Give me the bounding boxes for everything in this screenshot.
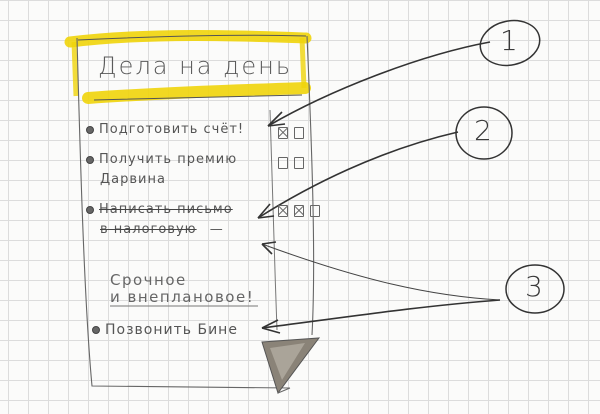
checkbox-empty[interactable] bbox=[294, 157, 304, 169]
urgent-task-item[interactable]: Позвонить Бине bbox=[92, 320, 238, 340]
task-label-line2: в налоговую bbox=[100, 222, 197, 237]
checkbox-crossed[interactable] bbox=[294, 205, 304, 217]
task-label: Позвонить Бине bbox=[105, 322, 238, 338]
urgent-heading-line2: и внеплановое! bbox=[110, 288, 255, 306]
callout-2: 2 bbox=[474, 114, 492, 147]
bullet-icon bbox=[86, 125, 94, 134]
task-label-line2: Дарвина bbox=[100, 172, 166, 187]
task-item[interactable]: Подготовить счёт! bbox=[86, 120, 244, 140]
checkbox-crossed[interactable] bbox=[278, 205, 288, 217]
page-curl-icon[interactable] bbox=[262, 338, 318, 392]
callout-1: 1 bbox=[500, 24, 518, 57]
task-label-line1: Получить премию bbox=[99, 152, 238, 167]
task-label: Подготовить счёт! bbox=[99, 122, 245, 137]
task-checkboxes bbox=[278, 202, 326, 221]
task-item[interactable]: Получить премию Дарвина bbox=[86, 150, 237, 190]
checkbox-empty[interactable] bbox=[278, 157, 288, 169]
checkbox-crossed[interactable] bbox=[278, 127, 288, 139]
urgent-section-heading: Срочное и внеплановое! bbox=[110, 272, 254, 306]
urgent-heading-line1: Срочное bbox=[110, 271, 187, 289]
bullet-icon bbox=[86, 205, 94, 214]
task-item-done[interactable]: Написать письмо в налоговую — bbox=[86, 200, 233, 240]
bullet-icon bbox=[86, 155, 94, 164]
task-checkboxes bbox=[278, 154, 310, 173]
checkbox-empty[interactable] bbox=[310, 205, 320, 217]
checkbox-empty[interactable] bbox=[294, 127, 304, 139]
task-label-line1: Написать письмо bbox=[99, 202, 233, 217]
callout-3: 3 bbox=[525, 270, 543, 303]
task-checkboxes bbox=[278, 124, 310, 143]
bullet-icon bbox=[92, 326, 100, 334]
dash-mark: — bbox=[209, 222, 224, 237]
list-title: Дела на день bbox=[98, 52, 292, 80]
